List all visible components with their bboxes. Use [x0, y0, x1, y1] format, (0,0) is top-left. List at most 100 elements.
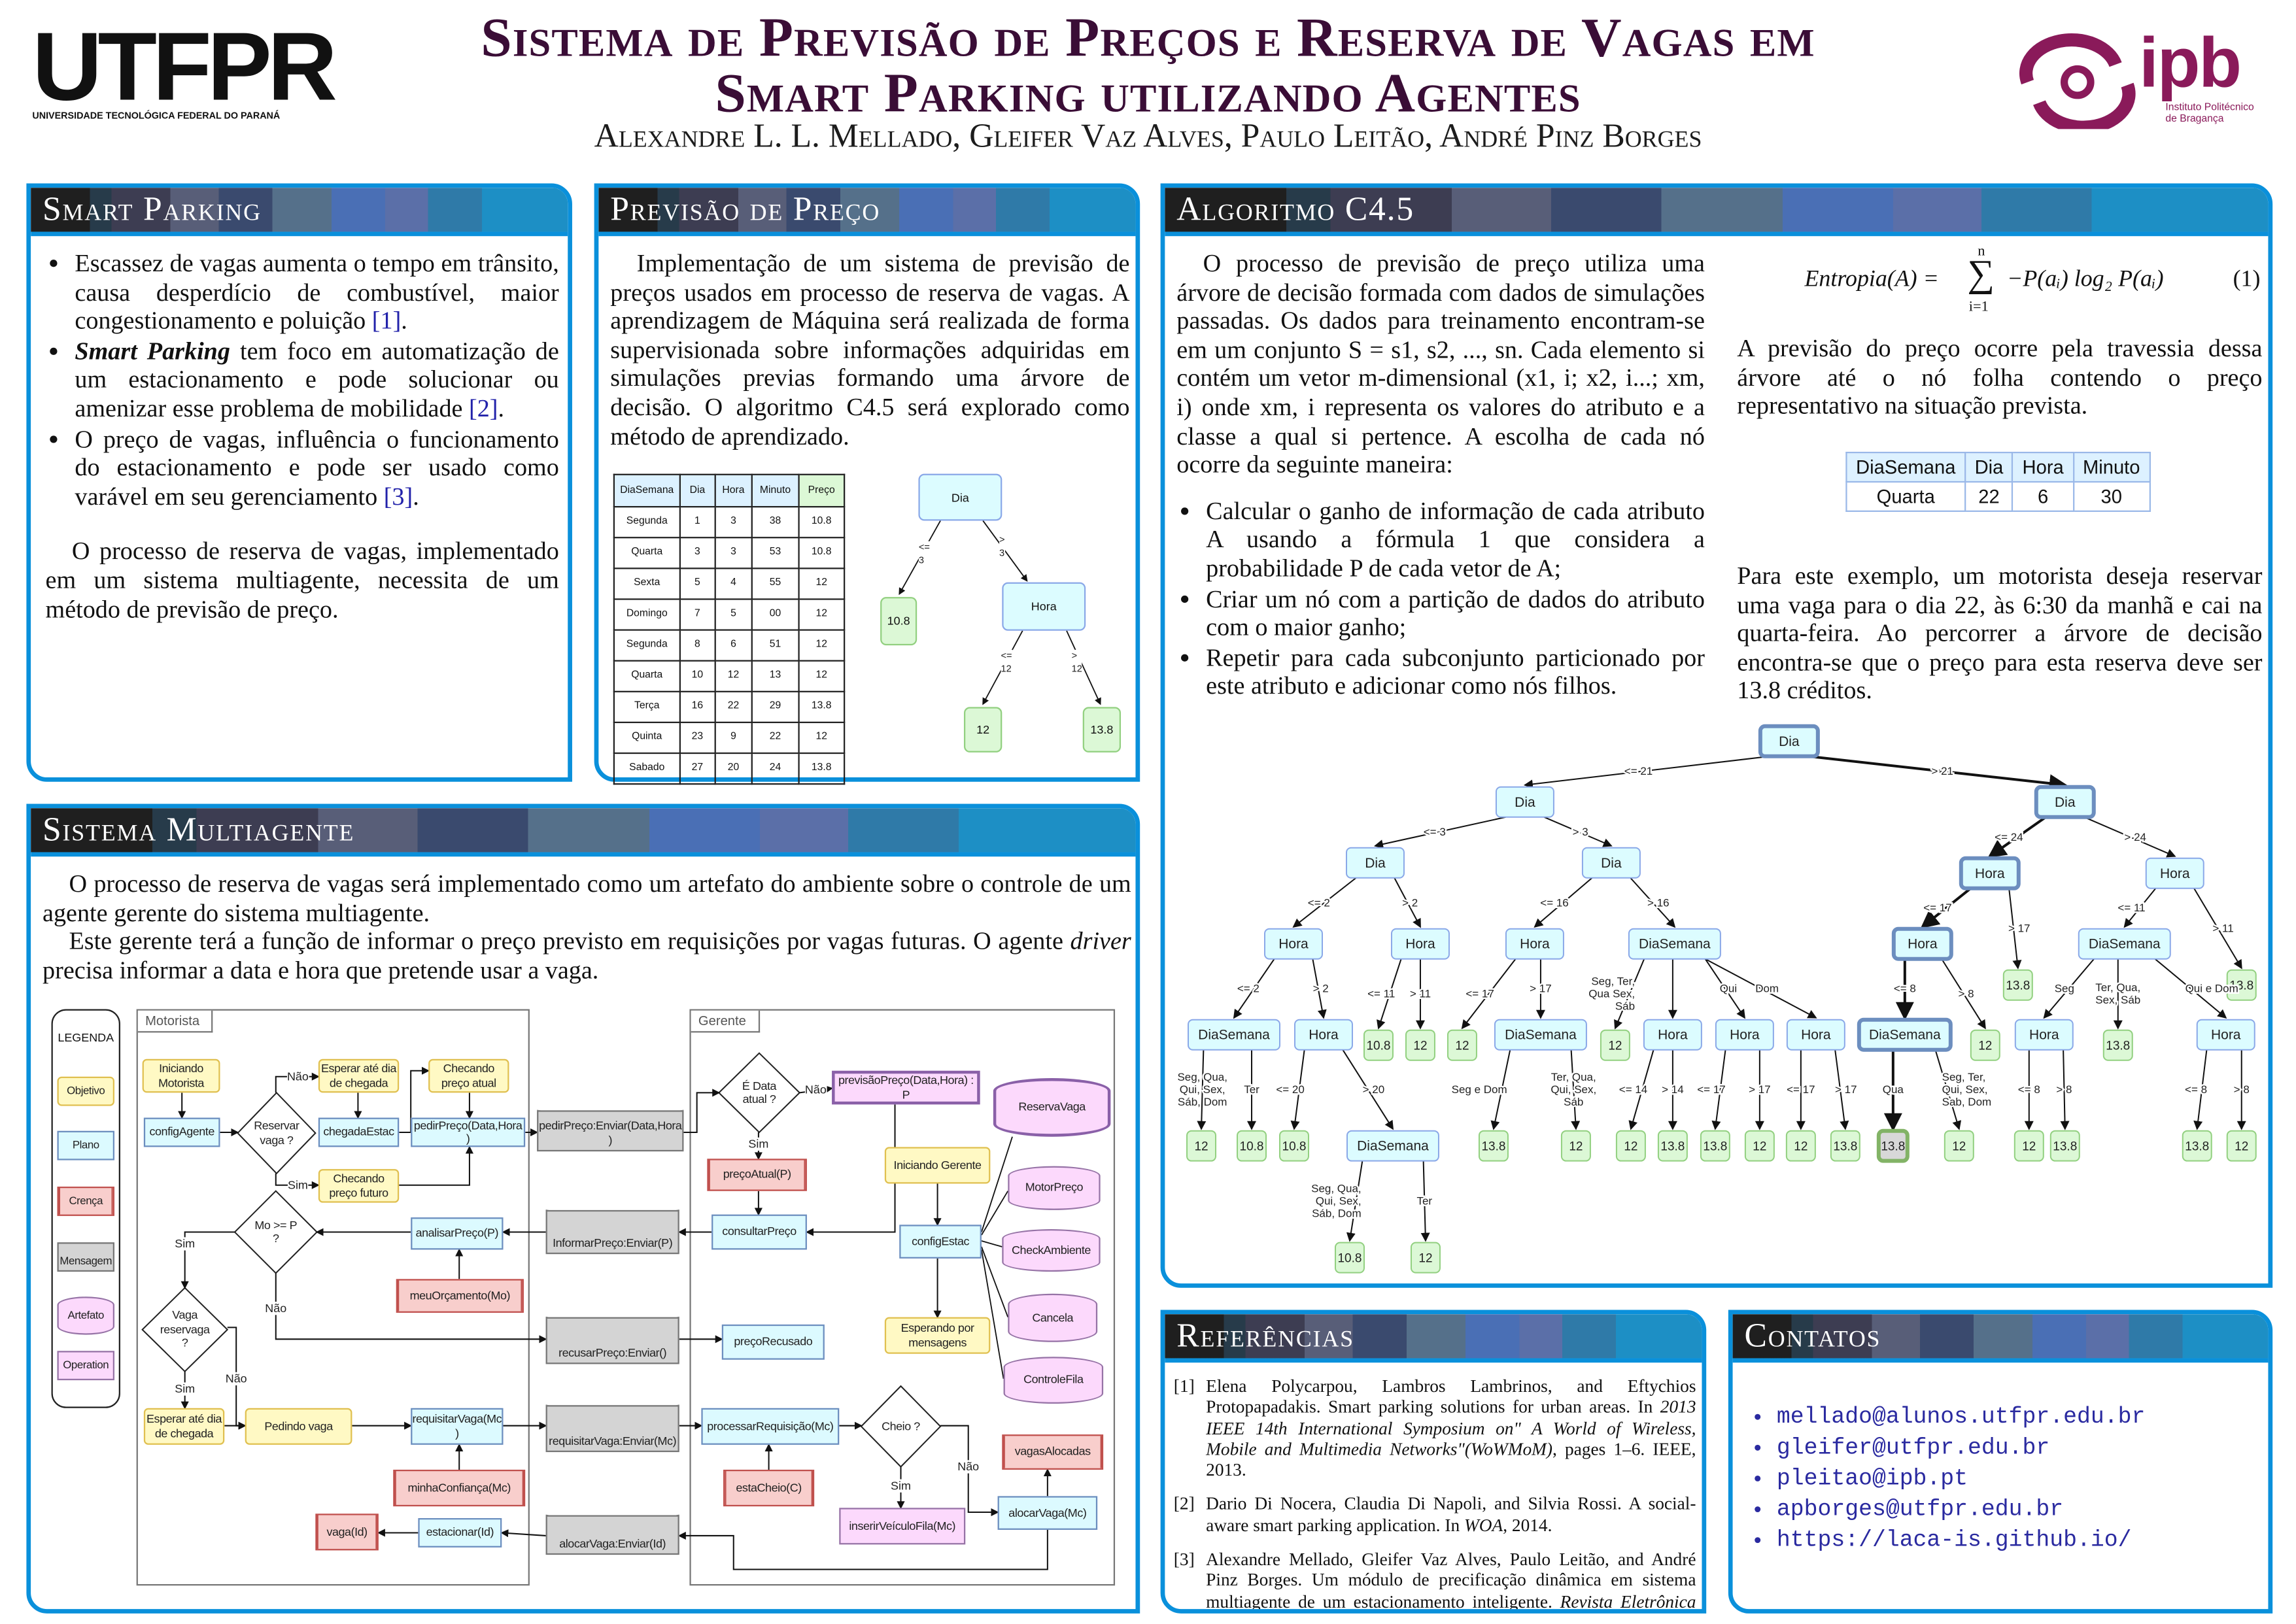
panel-title: Contatos	[1744, 1317, 1881, 1354]
tree-edge-label: Ter, Qua,Qui, Sex,Sáb	[1551, 1071, 1596, 1108]
tree-node	[1345, 847, 1405, 879]
tree-node-label: Hora	[1520, 937, 1550, 952]
tree-node-label: 12	[2022, 1140, 2036, 1154]
table-cell: 10.8	[798, 506, 846, 539]
multiagente-panel: Sistema Multiagente O processo de reserv…	[26, 804, 1140, 1614]
reference-text: Alexandre Mellado, Gleifer Vaz Alves, Pa…	[1206, 1549, 1696, 1612]
panel-header: Sistema Multiagente	[31, 808, 1136, 857]
contatos-panel: Contatos mellado@alunos.utfpr.edu.brglei…	[1728, 1310, 2273, 1614]
tree-node-label: Hora	[1975, 866, 2005, 881]
panel-title: Sistema Multiagente	[43, 811, 355, 848]
tree-edge-label: > 8	[1958, 988, 1974, 1000]
tree-node-label: Hora	[1309, 1028, 1339, 1043]
chegada-estac: chegadaEstac	[318, 1117, 400, 1147]
contact-link[interactable]: apborges@utfpr.edu.br	[1777, 1495, 2145, 1525]
tree-edge-label: Seg, Qua,Qui, Sex,Sáb, Dom	[1311, 1183, 1361, 1220]
table-cell: 27	[679, 752, 716, 785]
tree-node-dia: Dia	[918, 473, 1002, 521]
panel-header: Algoritmo C4.5	[1165, 188, 2269, 237]
tree-edge	[1941, 958, 1986, 1030]
tree-edge	[1312, 958, 1327, 1019]
tree-edge-label: <= 8	[1894, 983, 1916, 995]
tree-leaf	[2002, 969, 2033, 1001]
bullet-text: O preço de vagas, influência o funcionam…	[75, 424, 559, 511]
tree-leaf	[1478, 1130, 1509, 1162]
table-header: Preço	[798, 473, 846, 508]
tree-node	[2034, 785, 2096, 819]
contact-link[interactable]: https://laca-is.github.io/	[1777, 1525, 2145, 1556]
tree-node-label: Hora	[2160, 866, 2190, 881]
tree-node-label: 12	[1418, 1252, 1432, 1266]
reference-text: Elena Polycarpou, Lambros Lambrinos, and…	[1206, 1376, 1696, 1417]
tree-edge	[1534, 877, 1593, 928]
tree-edge-label: Qua	[1883, 1083, 1904, 1096]
table-cell: 6	[2012, 481, 2074, 512]
legend-objetivo: Objetivo	[57, 1076, 114, 1106]
table-header: DiaSemana	[1845, 451, 1966, 483]
tree-edge-label: Qui	[1720, 983, 1737, 995]
citation-link[interactable]: [1]	[371, 307, 402, 335]
tree-leaf	[2226, 1130, 2257, 1162]
tree-edge-label: Seg, Qua,Qui, Sex,Sáb, Dom	[1177, 1071, 1227, 1108]
tree-node	[2196, 1019, 2255, 1051]
tree-edge	[2060, 1049, 2070, 1130]
citation-link[interactable]: [2]	[469, 394, 498, 423]
bullet-lead: Smart Parking	[75, 337, 230, 365]
bullet-text: Escassez de vagas aumenta o tempo em trâ…	[75, 249, 559, 335]
tree-edge	[1461, 958, 1516, 1030]
algoritmo-left-column: O processo de previsão de preço utiliza …	[1176, 249, 1705, 702]
edge-label: Sim	[891, 1479, 911, 1493]
diagram-legend: LEGENDA	[51, 1009, 120, 1408]
algoritmo-paragraph-right: A previsão do preço ocorre pela travessi…	[1737, 334, 2263, 420]
tree-edge-label: <= 24	[1995, 831, 2023, 843]
tree-node	[1715, 1019, 1774, 1051]
tree-edge	[1292, 877, 1357, 928]
contact-link[interactable]: gleifer@utfpr.edu.br	[1777, 1433, 2145, 1464]
tree-node-label: Hora	[1730, 1028, 1760, 1043]
table-cell: 13.8	[798, 690, 846, 724]
tree-node-label: 10.8	[1366, 1040, 1390, 1053]
tree-node	[1581, 847, 1641, 879]
reservar-vaga-decision: Reservar vaga ?	[254, 1119, 300, 1147]
table-cell: 51	[751, 629, 800, 662]
citation-link[interactable]: [3]	[383, 482, 413, 511]
tree-edge-label: > 17	[1530, 983, 1552, 995]
contact-link[interactable]: mellado@alunos.utfpr.edu.br	[1777, 1402, 2145, 1433]
panel-title: Referências	[1176, 1317, 1354, 1354]
panel-header: Previsão de Preço	[598, 188, 1136, 237]
tree-edge-label: <= 3	[1424, 826, 1446, 838]
contact-link[interactable]: pleitao@ipb.pt	[1777, 1464, 2145, 1495]
table-cell: 10.8	[798, 537, 846, 569]
text-segment: precisa informar a data e hora que prete…	[43, 956, 599, 984]
table-header: Hora	[2012, 451, 2074, 483]
tree-node-label: 12	[1753, 1140, 1766, 1154]
tree-edge-label: Ter, Qua,Sex, Sáb	[2095, 981, 2140, 1006]
tree-node-label: 13.8	[2106, 1040, 2130, 1053]
tree-node	[1643, 1019, 1702, 1051]
edge-label: Não	[225, 1372, 247, 1385]
legend-plano: Plano	[57, 1130, 114, 1160]
multiagente-paragraph-2: Este gerente terá a função de informar o…	[43, 927, 1131, 985]
reference-list: [1]Elena Polycarpou, Lambros Lambrinos, …	[1173, 1376, 1696, 1612]
tree-node	[2145, 857, 2204, 889]
tree-node	[1628, 928, 1721, 960]
reference-item: [3] Alexandre Mellado, Gleifer Vaz Alves,…	[1173, 1549, 1696, 1612]
msg-requisitar-vaga: requisitarVaga:Enviar(Mc)	[545, 1405, 679, 1453]
table-cell: 38	[751, 506, 800, 539]
formula-rhs: −P(aᵢ) log₂ P(aᵢ)	[2007, 267, 2164, 292]
smart-parking-panel: Smart Parking Escassez de vagas aumenta …	[26, 183, 572, 782]
tree-node-label: DiaSemana	[1357, 1139, 1429, 1154]
tree-leaf	[1363, 1029, 1394, 1061]
table-cell: 12	[798, 721, 846, 754]
ipb-logo: ipb Instituto Politécnico de Bragança	[2013, 25, 2270, 135]
tree-edge-label: > 16	[1647, 896, 1670, 909]
tree-edge-label: <= 8	[2185, 1083, 2207, 1096]
alocar-vaga: alocarVaga(Mc)	[997, 1496, 1098, 1530]
reference-number: [3]	[1173, 1549, 1195, 1570]
tree-edge	[1705, 958, 1817, 1019]
table-cell: Domingo	[613, 598, 681, 631]
